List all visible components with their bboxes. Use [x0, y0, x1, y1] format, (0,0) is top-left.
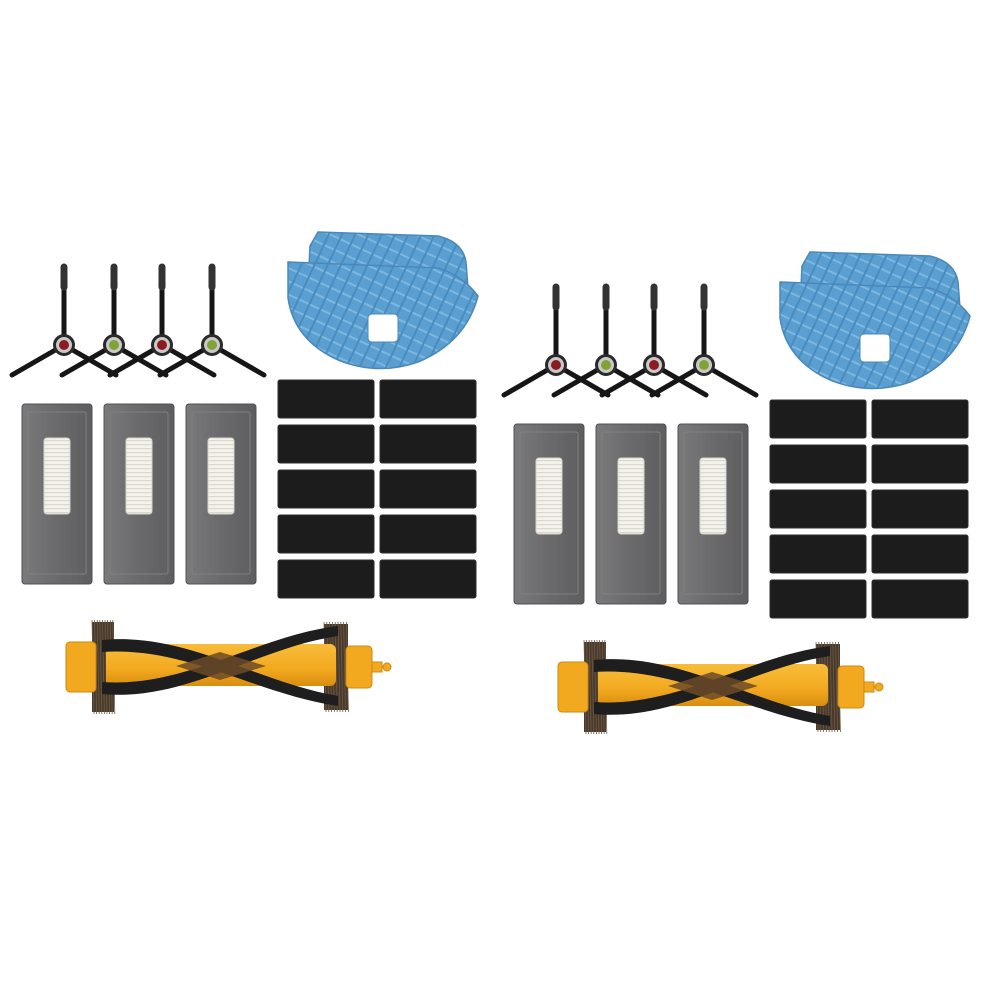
- sponge-filter: [277, 379, 375, 419]
- sponge-filter: [871, 399, 969, 439]
- main-brush: [65, 619, 392, 715]
- hepa-filter: [103, 403, 175, 585]
- sponge-filter: [871, 534, 969, 574]
- side-brush: [157, 263, 267, 378]
- kit-right: [501, 251, 971, 735]
- sponge-filter: [769, 579, 867, 619]
- sponge-filter: [277, 514, 375, 554]
- side-brush: [107, 263, 217, 378]
- main-brush: [557, 639, 884, 735]
- mop-pad: [779, 251, 971, 390]
- side-brush: [649, 283, 759, 398]
- sponge-filter: [379, 424, 477, 464]
- sponge-filter: [871, 579, 969, 619]
- sponge-filter: [379, 514, 477, 554]
- sponge-filter: [871, 444, 969, 484]
- sponge-filter: [379, 469, 477, 509]
- sponge-filter: [871, 489, 969, 529]
- hepa-filter: [21, 403, 93, 585]
- hepa-filter: [513, 423, 585, 605]
- sponge-filter: [379, 559, 477, 599]
- hepa-filter: [185, 403, 257, 585]
- sponge-filter: [277, 469, 375, 509]
- kit-left: [9, 231, 479, 715]
- side-brush: [59, 263, 169, 378]
- hepa-filter: [677, 423, 749, 605]
- sponge-filter: [277, 559, 375, 599]
- hepa-filter: [595, 423, 667, 605]
- sponge-filter: [277, 424, 375, 464]
- sponge-filter: [379, 379, 477, 419]
- mop-pad: [287, 231, 479, 370]
- sponge-filter: [769, 399, 867, 439]
- sponge-filter: [769, 489, 867, 529]
- side-brush: [501, 283, 611, 398]
- sponge-filter: [769, 444, 867, 484]
- sponge-filter: [769, 534, 867, 574]
